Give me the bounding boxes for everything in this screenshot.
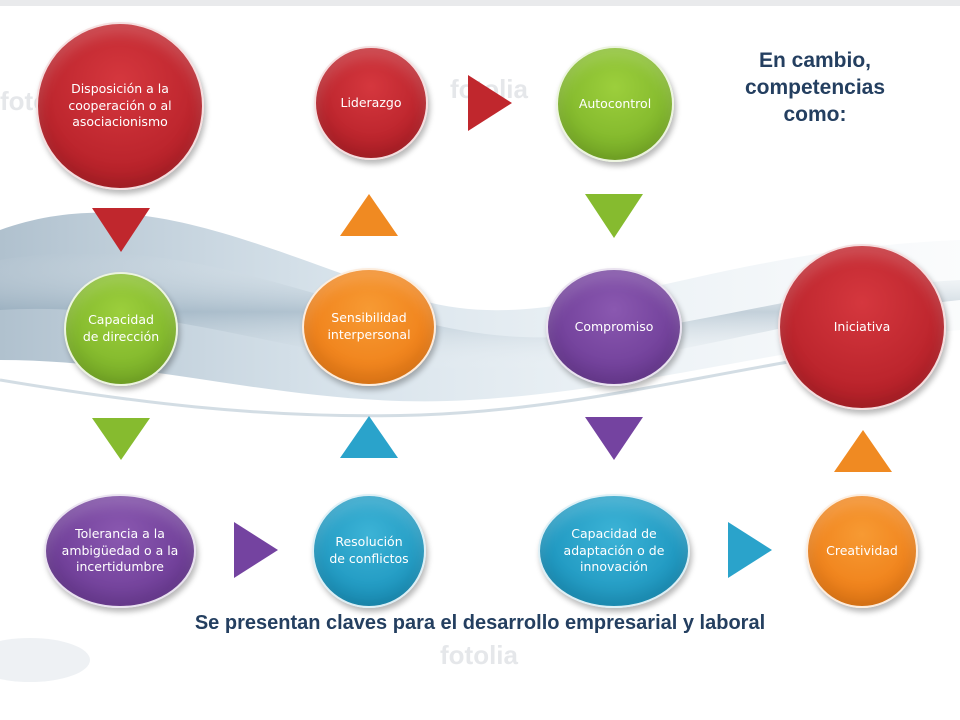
arrow-down-green bbox=[92, 418, 150, 460]
node-disposicion: Disposición a la cooperación o al asocia… bbox=[36, 22, 204, 190]
node-compromiso-label: Compromiso bbox=[574, 318, 654, 334]
arrow-down-red bbox=[92, 208, 150, 252]
node-liderazgo-label: Liderazgo bbox=[340, 94, 402, 110]
arrow-up-blue bbox=[340, 416, 398, 458]
node-resolucion-label: Resolución de conflictos bbox=[329, 534, 409, 566]
node-tolerancia-label: Tolerancia a la ambigüedad o a la incert… bbox=[61, 525, 179, 575]
node-compromiso: Compromiso bbox=[546, 268, 682, 386]
arrow-up-orange bbox=[340, 194, 398, 236]
arrow-down-green-2 bbox=[585, 194, 643, 238]
node-tolerancia: Tolerancia a la ambigüedad o a la incert… bbox=[44, 494, 196, 608]
top-bar bbox=[0, 0, 960, 6]
arrow-up-orange-2 bbox=[834, 430, 892, 472]
node-adaptacion: Capacidad de adaptación o de innovación bbox=[538, 494, 690, 608]
node-iniciativa-label: Iniciativa bbox=[833, 318, 891, 334]
arrow-right-purple bbox=[234, 522, 278, 578]
node-sensibilidad-label: Sensibilidad interpersonal bbox=[327, 310, 411, 342]
arrow-right-red bbox=[468, 75, 512, 131]
arrow-right-blue bbox=[728, 522, 772, 578]
node-autocontrol: Autocontrol bbox=[556, 46, 674, 162]
node-disposicion-label: Disposición a la cooperación o al asocia… bbox=[68, 80, 172, 130]
node-autocontrol-label: Autocontrol bbox=[578, 95, 652, 111]
watermark-bottom: fotolia bbox=[440, 640, 518, 670]
arrow-down-purple bbox=[585, 417, 643, 460]
node-sensibilidad-interpersonal: Sensibilidad interpersonal bbox=[302, 268, 436, 386]
node-resolucion-conflictos: Resolución de conflictos bbox=[312, 494, 426, 608]
node-capacidad-direccion: Capacidad de dirección bbox=[64, 272, 178, 386]
node-creatividad-label: Creatividad bbox=[826, 542, 898, 558]
node-iniciativa: Iniciativa bbox=[778, 244, 946, 410]
heading-text: En cambio, competencias como: bbox=[744, 49, 886, 126]
node-liderazgo: Liderazgo bbox=[314, 46, 428, 160]
footer-caption: Se presentan claves para el desarrollo e… bbox=[194, 612, 766, 634]
node-creatividad: Creatividad bbox=[806, 494, 918, 608]
node-capacidad-direccion-label: Capacidad de dirección bbox=[82, 312, 160, 344]
node-adaptacion-label: Capacidad de adaptación o de innovación bbox=[563, 525, 665, 575]
